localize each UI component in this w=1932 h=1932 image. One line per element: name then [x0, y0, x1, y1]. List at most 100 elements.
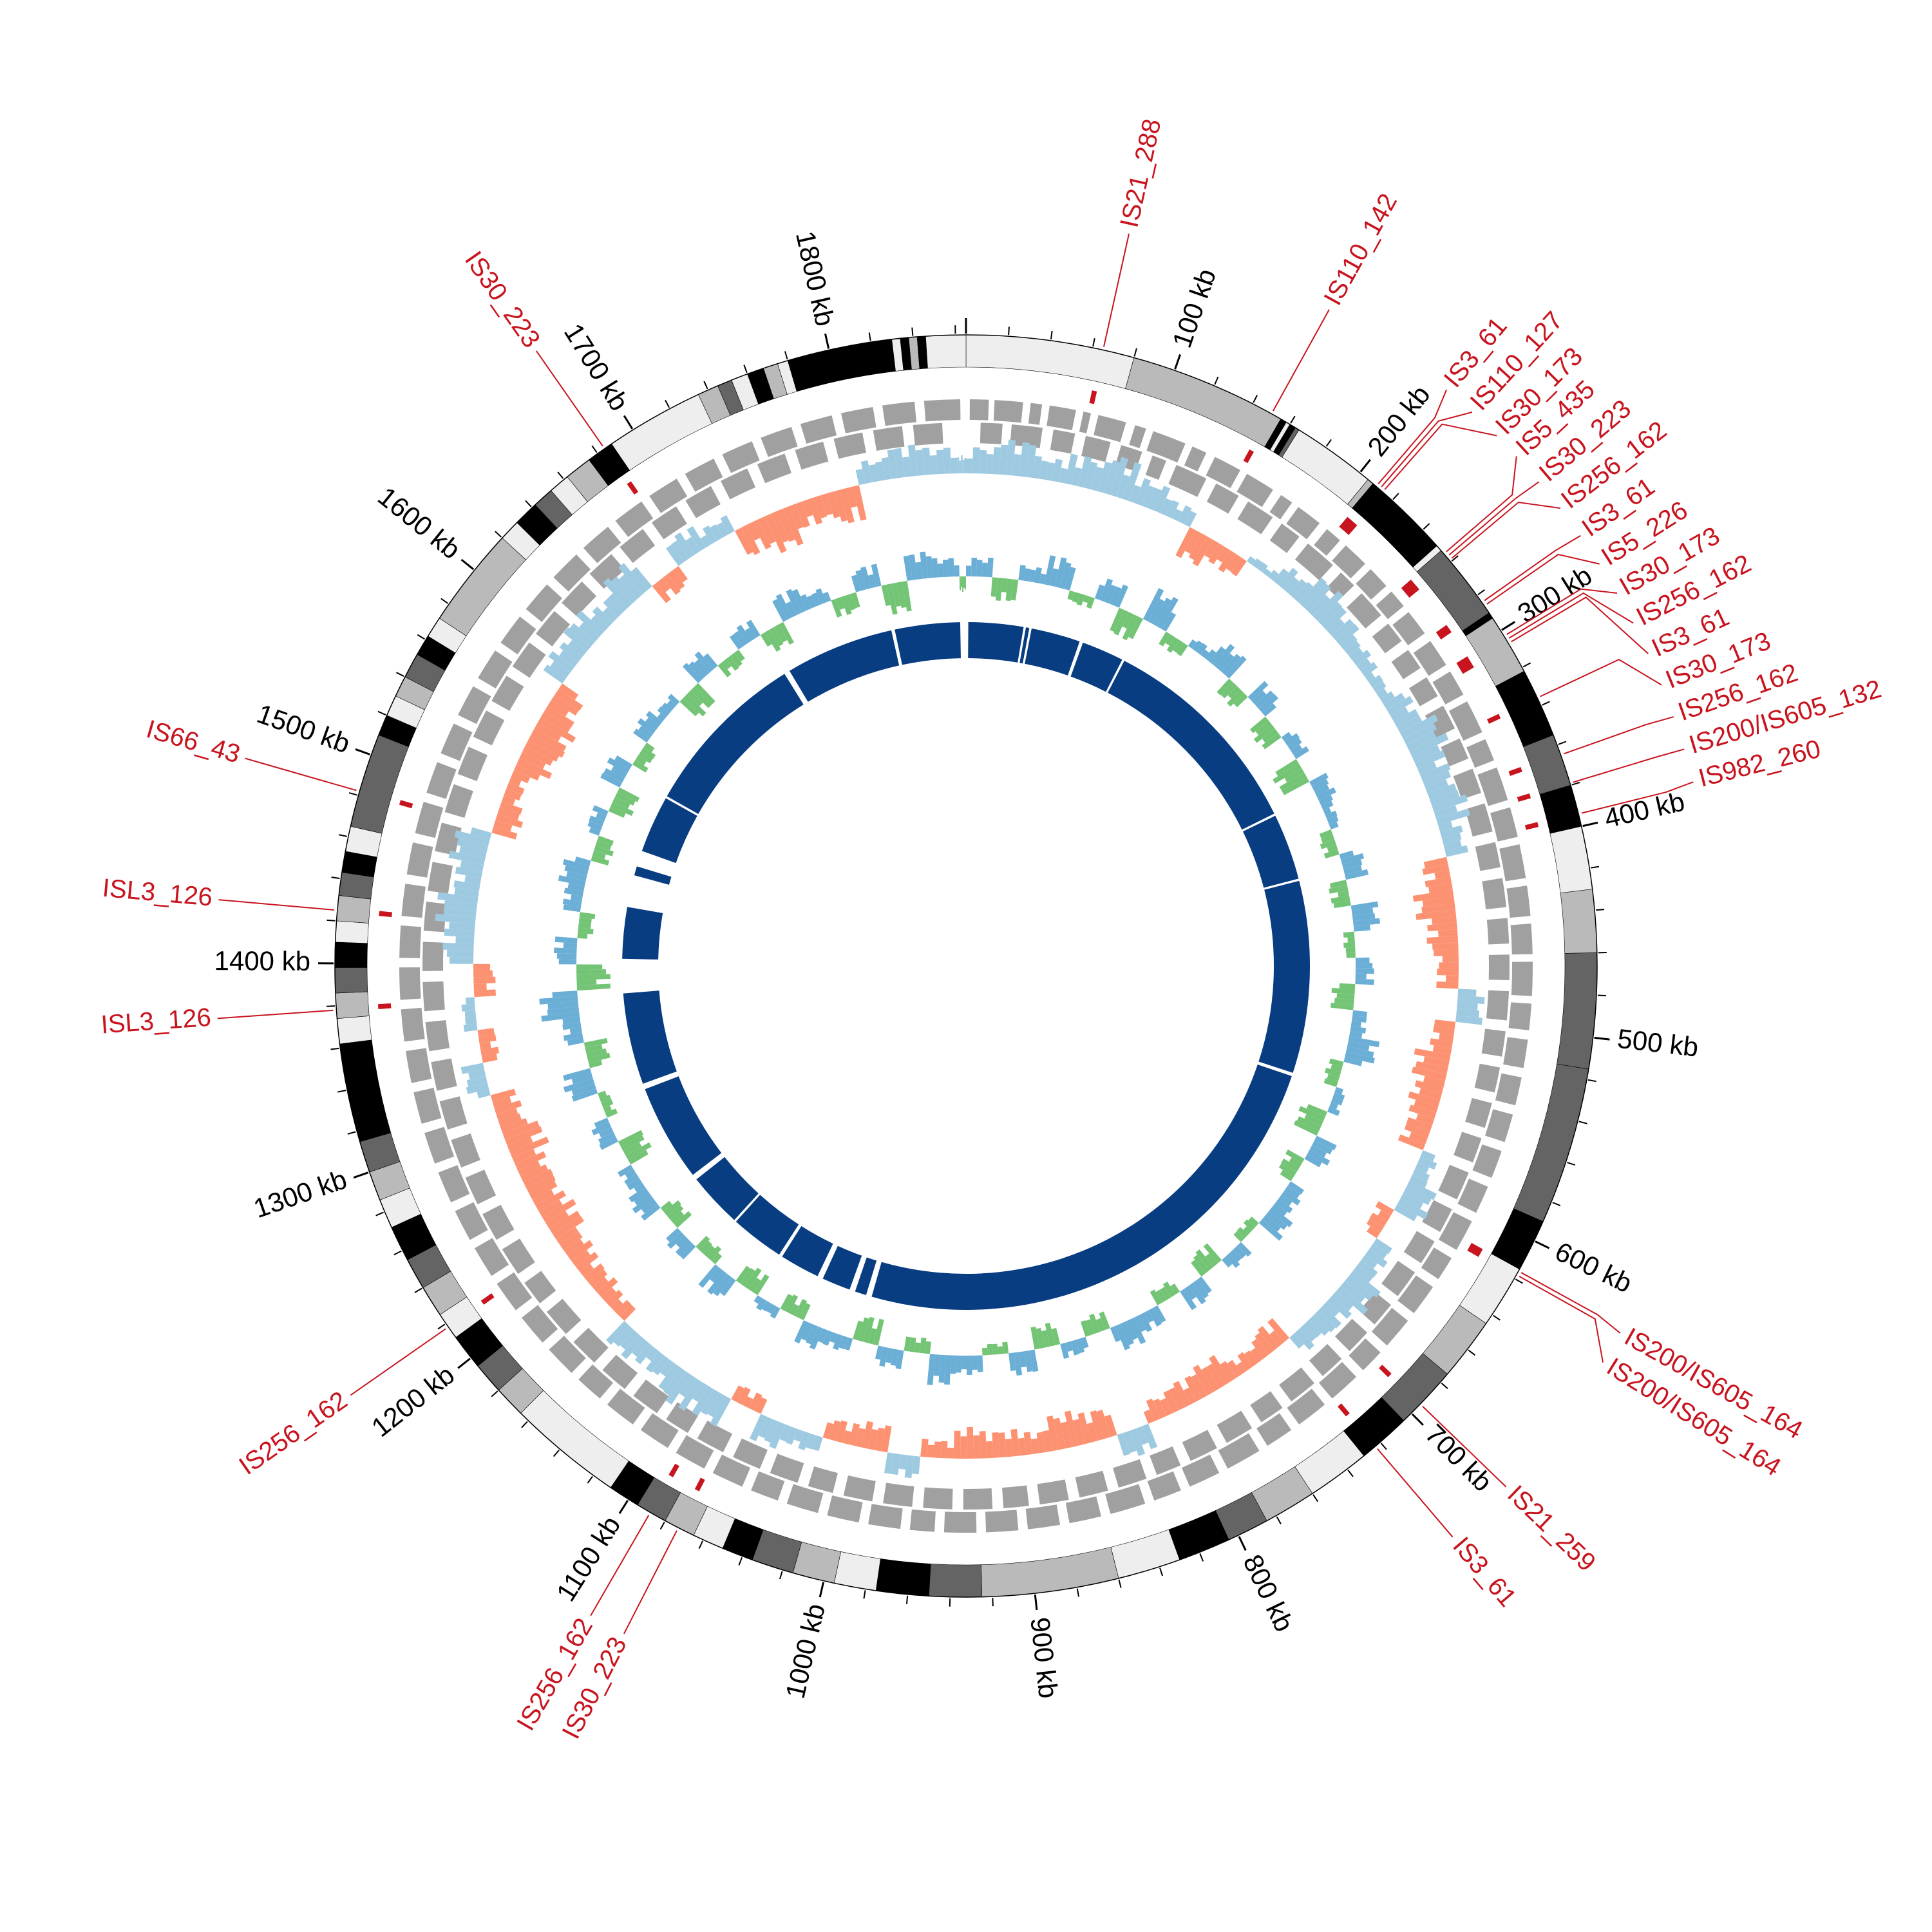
gc-content-bar — [1028, 569, 1036, 583]
gene-forward — [1094, 415, 1126, 442]
gc-skew-bar — [498, 1113, 522, 1127]
gc-skew-bar — [805, 1433, 817, 1450]
gc-content-bar — [890, 1349, 899, 1366]
gc-content-bar — [1284, 733, 1300, 746]
gc-content-bar — [1345, 947, 1356, 953]
gc-skew-bar — [1434, 869, 1451, 880]
gc-content-bar — [594, 846, 614, 857]
gene-reverse — [795, 441, 829, 470]
gc-skew-bar — [1336, 1285, 1368, 1315]
gc-content-bar — [605, 1108, 618, 1118]
gc-content-bar — [1323, 849, 1340, 859]
core-segment — [1025, 628, 1080, 676]
gc-skew-bar — [700, 1389, 720, 1416]
minor-tick — [1325, 439, 1332, 447]
gene-forward — [685, 459, 723, 492]
gc-skew-bar — [550, 661, 571, 678]
gc-skew-bar — [578, 622, 600, 642]
gc-skew-bar — [1361, 1255, 1378, 1269]
gc-content-bar — [1060, 1343, 1070, 1359]
gc-skew-bar — [904, 1455, 914, 1479]
ideogram-ring — [334, 334, 1598, 1598]
gc-content-bar — [1282, 777, 1310, 795]
minor-tick — [1159, 1567, 1164, 1577]
gc-content-bar — [735, 1265, 751, 1284]
core-segment — [855, 1257, 877, 1295]
ideogram-band — [611, 394, 712, 471]
is-element-mark — [1486, 714, 1501, 724]
gc-content-bar — [1041, 1330, 1050, 1348]
gc-content-bar — [574, 857, 591, 866]
gc-content-bar — [997, 1346, 1004, 1354]
gc-skew-bar — [477, 1088, 491, 1099]
minor-tick — [992, 1598, 994, 1607]
minor-tick — [1590, 866, 1600, 869]
gc-skew-bar — [1289, 578, 1307, 598]
gc-skew-bar — [1406, 731, 1437, 751]
is-connector — [1448, 481, 1540, 556]
gene-forward — [1236, 473, 1273, 507]
gc-content-bar — [1296, 1116, 1321, 1132]
gene-forward — [840, 406, 876, 433]
gc-content-bar — [1321, 800, 1334, 810]
gc-skew-bar — [1365, 672, 1376, 683]
gc-skew-bar — [1268, 569, 1279, 582]
gc-skew-bar — [463, 1023, 478, 1032]
gene-forward — [1046, 405, 1076, 431]
minor-tick — [1076, 1588, 1080, 1597]
ideogram-band — [335, 991, 370, 1019]
gc-skew-bar — [833, 489, 848, 522]
gc-skew-bar — [679, 1375, 697, 1397]
gc-content-bar — [591, 855, 610, 866]
core-segment — [1019, 627, 1030, 664]
gc-content-bar — [1113, 610, 1129, 636]
gc-content-bar — [641, 1199, 658, 1214]
gc-content-bar — [667, 1205, 684, 1220]
gc-skew-bar — [1366, 1218, 1384, 1233]
gc-skew-bar — [603, 578, 632, 609]
gc-skew-bar — [1331, 619, 1354, 641]
is-connector — [1378, 389, 1447, 485]
tick-label: 1200 kb — [366, 1359, 460, 1443]
gc-skew-bar — [1110, 457, 1129, 497]
gc-skew-bar — [558, 683, 579, 700]
is-connector — [1486, 553, 1600, 605]
core-segment — [1242, 815, 1299, 888]
gc-skew-bar — [1183, 1387, 1197, 1405]
gc-skew-bar — [614, 1300, 632, 1316]
gc-skew-bar — [1345, 1275, 1374, 1301]
gc-content-bar — [571, 1083, 596, 1096]
gc-skew-bar — [920, 1438, 929, 1457]
gc-skew-bar — [509, 776, 522, 787]
gene-reverse — [843, 1475, 876, 1502]
gc-content-bar — [753, 1274, 770, 1296]
gc-content-bar — [1094, 584, 1105, 600]
gc-skew-bar — [1397, 1134, 1426, 1151]
is-connector — [1581, 781, 1694, 814]
gc-content-bar — [867, 1328, 877, 1345]
gc-content-bar — [592, 850, 606, 860]
gc-skew-bar — [692, 1385, 714, 1416]
gc-content-bar — [667, 700, 676, 710]
gc-skew-bar — [1457, 1002, 1478, 1011]
gene-forward — [1184, 446, 1207, 472]
minor-tick — [1133, 348, 1137, 357]
gc-content-bar — [773, 624, 788, 643]
gc-skew-bar — [710, 524, 723, 541]
gc-skew-bar — [517, 1160, 541, 1177]
minor-tick — [1380, 1443, 1387, 1450]
gc-skew-bar — [1036, 1432, 1046, 1454]
gene-reverse — [808, 1466, 838, 1493]
gc-content-bar — [617, 1164, 634, 1177]
gc-skew-bar — [700, 535, 712, 548]
gc-skew-bar — [531, 728, 567, 752]
gc-skew-bar — [1414, 1080, 1444, 1094]
gc-content-bar — [1278, 1163, 1297, 1177]
gc-skew-bar — [1372, 1238, 1392, 1255]
gc-content-bar — [595, 840, 612, 851]
gc-content-bar — [1222, 1256, 1233, 1268]
minor-tick — [591, 445, 598, 453]
gc-skew-bar — [1444, 845, 1469, 857]
gc-skew-bar — [1421, 902, 1455, 913]
gc-content-bar — [1355, 963, 1373, 969]
